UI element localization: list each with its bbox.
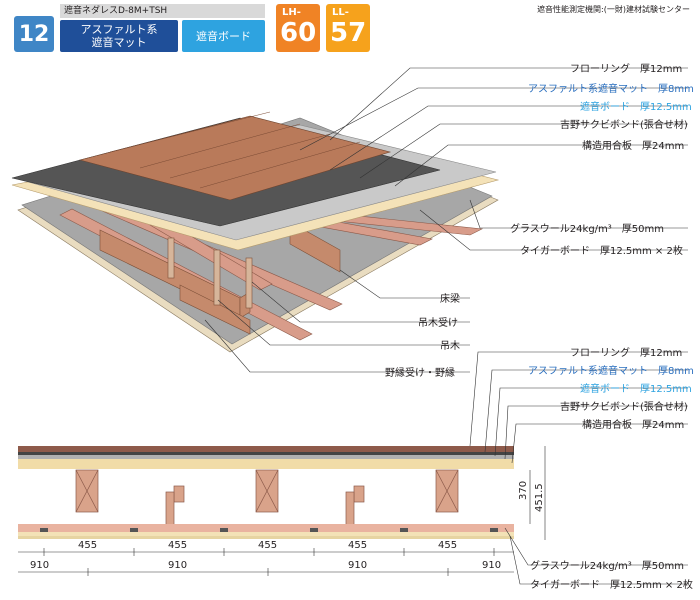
section-leader-lines [469, 351, 688, 585]
section-flooring [18, 446, 514, 452]
section-asphalt-mat [18, 452, 514, 455]
dim-370: 370 [518, 480, 529, 500]
label-flooring: フローリング 厚12mm [570, 64, 683, 75]
dim-455-3: 455 [258, 540, 278, 551]
label-structural-plywood: 構造用合板 厚24mm [582, 141, 685, 152]
section-diagram [18, 351, 688, 585]
dim-451-5: 451.5 [534, 483, 545, 512]
label-floor-beam: 床梁 [440, 294, 460, 305]
section-dimension-lines [18, 446, 546, 576]
spec-name: 遮音ネダレスD-8M+TSH [60, 4, 265, 18]
section-label-yoshino-bond: 吉野サクビボンド(張合せ材) [560, 402, 688, 413]
section-label-structural-plywood: 構造用合板 厚24mm [582, 420, 685, 431]
flooring-layer [78, 115, 392, 201]
hanger-group [167, 237, 253, 309]
test-organization: 遮音性能測定機関:(一財)建材試験センター [537, 5, 690, 14]
asphalt-mat-line1: アスファルト系 [80, 23, 158, 36]
dim-455-4: 455 [348, 540, 368, 551]
section-tiger-board-1 [18, 532, 514, 536]
lh-value: 60 [280, 18, 317, 48]
section-hangers [165, 485, 365, 527]
section-plywood [18, 459, 514, 469]
section-label-flooring: フローリング 厚12mm [570, 348, 683, 359]
dim-455-5: 455 [438, 540, 458, 551]
asphalt-mat-line2: 遮音マット [91, 36, 147, 49]
section-label-asphalt-mat: アスファルト系遮音マット 厚8mm [528, 366, 694, 377]
section-sound-board [18, 455, 514, 459]
sound-board-badge: 遮音ボード [182, 20, 265, 52]
lh-prefix: LH- [282, 7, 301, 18]
label-sound-board: 遮音ボード 厚12.5mm [580, 102, 692, 113]
section-glass-wool [18, 524, 514, 532]
construction-number-badge: 12 [14, 16, 54, 52]
lh-rating-badge: LH- 60 [276, 4, 320, 52]
dim-455-2: 455 [168, 540, 188, 551]
section-tiger-board-2 [18, 536, 514, 539]
label-asphalt-mat: アスファルト系遮音マット 厚8mm [528, 84, 694, 95]
section-label-sound-board: 遮音ボード 厚12.5mm [580, 384, 692, 395]
dim-910-1: 910 [30, 560, 50, 571]
ll-prefix: LL- [332, 7, 349, 18]
label-hanger: 吊木 [440, 341, 460, 352]
dim-910-4: 910 [482, 560, 502, 571]
section-label-tiger-board: タイガーボード 厚12.5mm × 2枚 [530, 580, 693, 591]
ll-value: 57 [330, 18, 367, 48]
section-joists [40, 528, 498, 532]
section-label-glass-wool: グラスウール24kg/m³ 厚50mm [530, 561, 684, 572]
label-hanger-receiver: 吊木受け [418, 318, 458, 329]
flooring-grain [109, 111, 361, 189]
section-beams [75, 469, 459, 513]
label-glass-wool: グラスウール24kg/m³ 厚50mm [510, 224, 664, 235]
ll-rating-badge: LL- 57 [326, 4, 370, 52]
dim-455-1: 455 [78, 540, 98, 551]
label-tiger-board: タイガーボード 厚12.5mm × 2枚 [520, 246, 683, 257]
dim-910-3: 910 [348, 560, 368, 571]
dim-910-2: 910 [168, 560, 188, 571]
label-ceiling-joist: 野縁受け・野縁 [385, 368, 455, 379]
asphalt-mat-badge: アスファルト系遮音マット [60, 20, 178, 52]
label-yoshino-bond: 吉野サクビボンド(張合せ材) [560, 120, 688, 131]
iso-leader-lines [204, 67, 688, 373]
